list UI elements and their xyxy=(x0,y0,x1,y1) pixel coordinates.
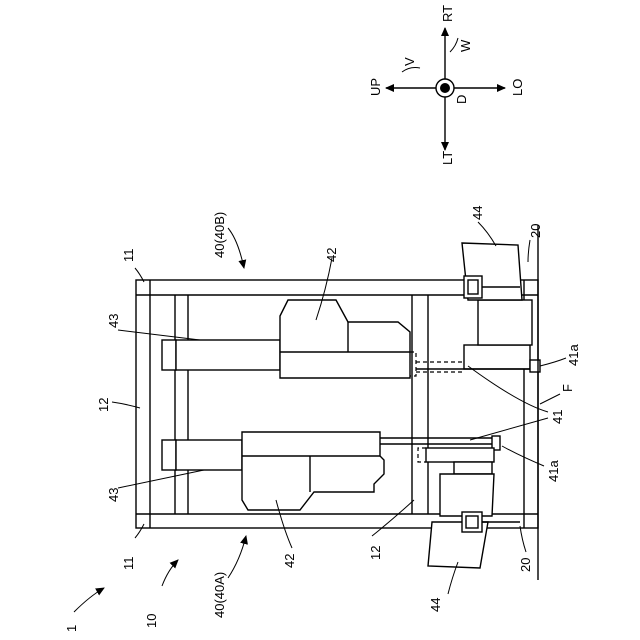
ref-43-lower: 43 xyxy=(106,488,121,502)
head-upper xyxy=(464,345,530,369)
head-lower xyxy=(426,448,494,462)
head-lower-block xyxy=(454,462,492,474)
axis-label-rt: RT xyxy=(440,5,455,22)
ref-20-upper: 20 xyxy=(528,224,543,238)
ref-40a: 40(40A) xyxy=(212,572,227,618)
axis-label-w: W xyxy=(458,39,473,52)
leader-41-upper xyxy=(468,366,548,412)
ref-41: 41 xyxy=(550,410,565,424)
rail-43-upper xyxy=(176,340,280,370)
leader-1 xyxy=(74,588,104,612)
rail-43-lower xyxy=(176,440,242,470)
leader-41a-upper xyxy=(540,358,566,366)
ref-41a-lower: 41a xyxy=(546,460,561,482)
mount-43-upper xyxy=(162,340,176,370)
ref-f: F xyxy=(560,384,575,392)
body-42-lower xyxy=(242,432,384,510)
clamp-upper-b xyxy=(468,280,478,294)
clamp-lower-b xyxy=(466,516,478,528)
leader-20-upper xyxy=(528,240,530,262)
ref-1: 1 xyxy=(64,625,79,632)
ref-10: 10 xyxy=(144,614,159,628)
ref-44-lower: 44 xyxy=(428,598,443,612)
axis-label-d: D xyxy=(454,95,469,104)
hidden-42-upper xyxy=(410,352,416,376)
ref-40b: 40(40B) xyxy=(212,212,227,258)
leader-40b xyxy=(228,228,244,268)
robot-40b xyxy=(162,243,540,378)
axis-label-up: UP xyxy=(368,78,383,96)
head-lower-body xyxy=(440,474,494,516)
leader-44-upper xyxy=(478,222,496,246)
axis-label-lo: LO xyxy=(510,79,525,96)
leader-10 xyxy=(162,560,178,586)
leader-f xyxy=(540,394,560,404)
ref-12-left: 12 xyxy=(96,398,111,412)
axis-label-lt: LT xyxy=(440,151,455,165)
ref-11-bottom: 11 xyxy=(121,557,136,571)
ref-42-lower: 42 xyxy=(282,554,297,568)
ref-44-upper: 44 xyxy=(470,206,485,220)
leader-40a xyxy=(228,536,246,578)
ref-42-upper: 42 xyxy=(324,248,339,262)
direction-indicator: RT LT UP LO V W D xyxy=(368,5,525,165)
robot-40a xyxy=(162,432,520,568)
leader-41-lower xyxy=(470,418,548,440)
ref-41a-upper: 41a xyxy=(566,344,581,366)
leader-20-lower xyxy=(520,526,526,552)
body-42-upper xyxy=(280,300,410,378)
leader-w xyxy=(450,38,458,52)
ref-20-lower: 20 xyxy=(518,558,533,572)
hidden-head-lower xyxy=(418,448,426,462)
leader-43-lower xyxy=(118,470,204,488)
mount-43-lower xyxy=(162,440,176,470)
ref-43-upper: 43 xyxy=(106,314,121,328)
ref-11-top: 11 xyxy=(121,249,136,263)
leader-v xyxy=(402,68,420,73)
leader-12-right xyxy=(372,500,414,536)
head-upper-block xyxy=(478,300,532,345)
axis-label-v: V xyxy=(402,57,417,66)
ref-12-right: 12 xyxy=(368,546,383,560)
axis-d-dot xyxy=(440,83,450,93)
